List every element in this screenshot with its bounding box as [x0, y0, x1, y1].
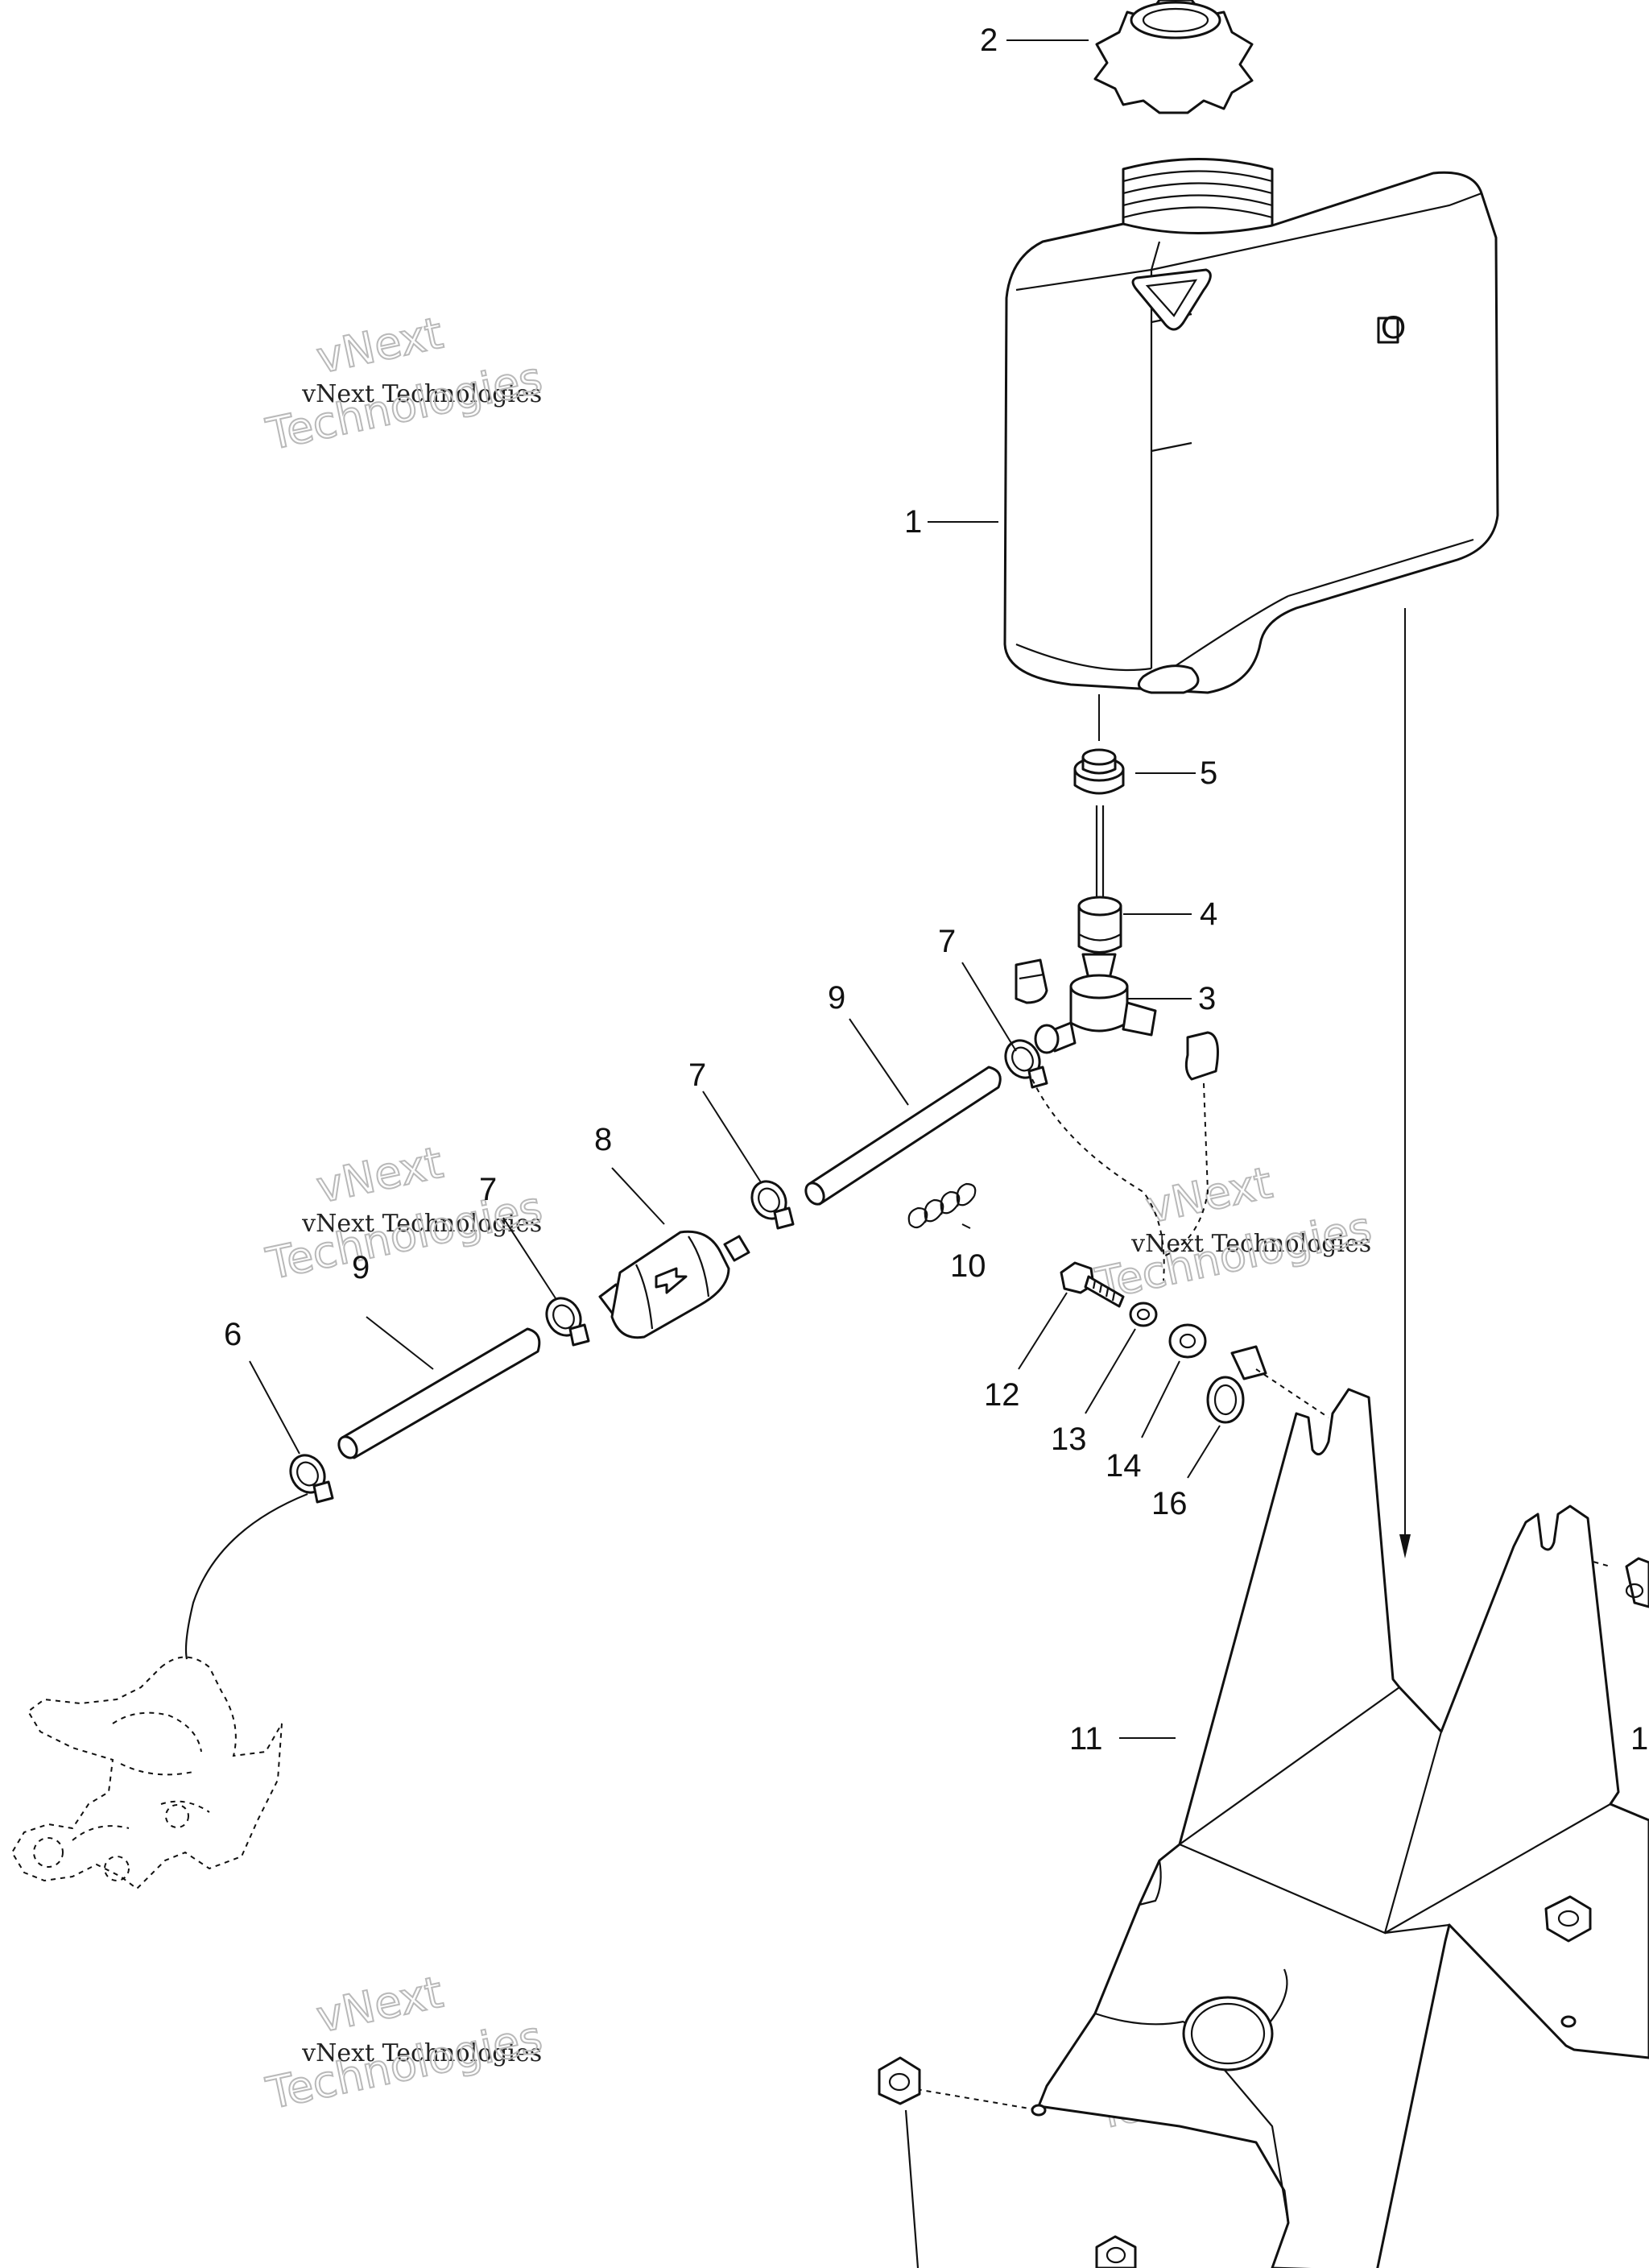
svg-text:vNext: vNext — [1142, 1157, 1276, 1233]
fuel-cap — [1093, 0, 1254, 114]
hose-clip — [1206, 1345, 1267, 1424]
hose-clamp-carb — [289, 1454, 334, 1504]
nut-edge — [1625, 1557, 1649, 1608]
callout-10: 10 — [950, 1248, 986, 1284]
callout-13: 13 — [1051, 1422, 1087, 1457]
shutoff-valve — [1015, 805, 1219, 1081]
fuel-tank: O — [1003, 158, 1499, 741]
mounting-bracket — [1031, 1388, 1649, 2268]
callout-9-upper: 9 — [828, 980, 845, 1016]
callout-14: 14 — [1106, 1448, 1142, 1484]
callout-5: 5 — [1200, 755, 1217, 791]
callouts: 2 1 5 4 3 7 9 7 8 7 9 6 10 12 13 14 16 1… — [224, 23, 1648, 1757]
svg-text:vNext: vNext — [312, 1967, 447, 2042]
spring — [907, 1182, 977, 1229]
callout-6: 6 — [224, 1317, 242, 1352]
callout-7-upper: 7 — [938, 924, 956, 959]
stud-left — [904, 2109, 920, 2268]
hose-clamp-upper — [1004, 1039, 1048, 1089]
callout-16: 16 — [1151, 1486, 1188, 1521]
watermark-bottom-left: vNext vNext Technologies Technologies — [261, 1966, 547, 2121]
watermark-mid-left: vNext vNext Technologies Technologies — [261, 1136, 547, 1291]
nut-left — [878, 2056, 921, 2105]
fuel-filter — [598, 1230, 750, 1339]
svg-text:vNext Technologies: vNext Technologies — [301, 380, 542, 408]
svg-text:vNext: vNext — [312, 1137, 447, 1213]
svg-text:Technologies: Technologies — [262, 2011, 546, 2119]
lock-washer — [1129, 1302, 1158, 1327]
fuel-hose-lower — [337, 1327, 541, 1459]
callout-1: 1 — [904, 504, 922, 540]
svg-text:vNext: vNext — [312, 308, 447, 383]
callout-12: 12 — [984, 1377, 1020, 1413]
watermark-mid-right: vNext vNext Technologies Technologies — [1090, 1157, 1376, 1311]
grommet — [1073, 748, 1125, 795]
svg-text:Technologies: Technologies — [1091, 1202, 1375, 1310]
hose-clamp-middle — [750, 1180, 795, 1230]
callout-7-lower: 7 — [479, 1172, 497, 1207]
leader-lines — [249, 39, 1221, 1739]
bolt — [1060, 1261, 1125, 1308]
svg-text:vNext Technologies: vNext Technologies — [1130, 1230, 1371, 1258]
callout-9-lower: 9 — [352, 1250, 370, 1285]
tank-marking: O — [1381, 310, 1406, 346]
callout-11: 11 — [1069, 1721, 1103, 1757]
fuel-hose-upper — [804, 1066, 1002, 1206]
callout-2: 2 — [980, 23, 998, 58]
hose-clamp-lower — [545, 1297, 590, 1347]
flat-washer — [1168, 1323, 1207, 1359]
callout-8: 8 — [594, 1122, 612, 1157]
callout-7-middle: 7 — [688, 1057, 706, 1093]
svg-text:Technologies: Technologies — [262, 1182, 546, 1289]
nut-right — [1544, 1895, 1592, 1943]
carburetor-phantom — [10, 1492, 308, 1890]
svg-text:vNext Technologies: vNext Technologies — [301, 2039, 542, 2067]
callout-3: 3 — [1198, 981, 1216, 1016]
callout-1-edge: 1 — [1630, 1721, 1648, 1757]
nut-bottom — [1095, 2235, 1137, 2268]
svg-text:vNext Technologies: vNext Technologies — [301, 1210, 542, 1238]
watermark-top-left: vNext vNext Technologies Technologies — [261, 307, 547, 461]
assembly-arrow — [1399, 608, 1411, 1558]
tank-marking-box — [1377, 317, 1399, 344]
svg-text:Technologies: Technologies — [262, 352, 546, 460]
callout-4: 4 — [1200, 896, 1217, 932]
